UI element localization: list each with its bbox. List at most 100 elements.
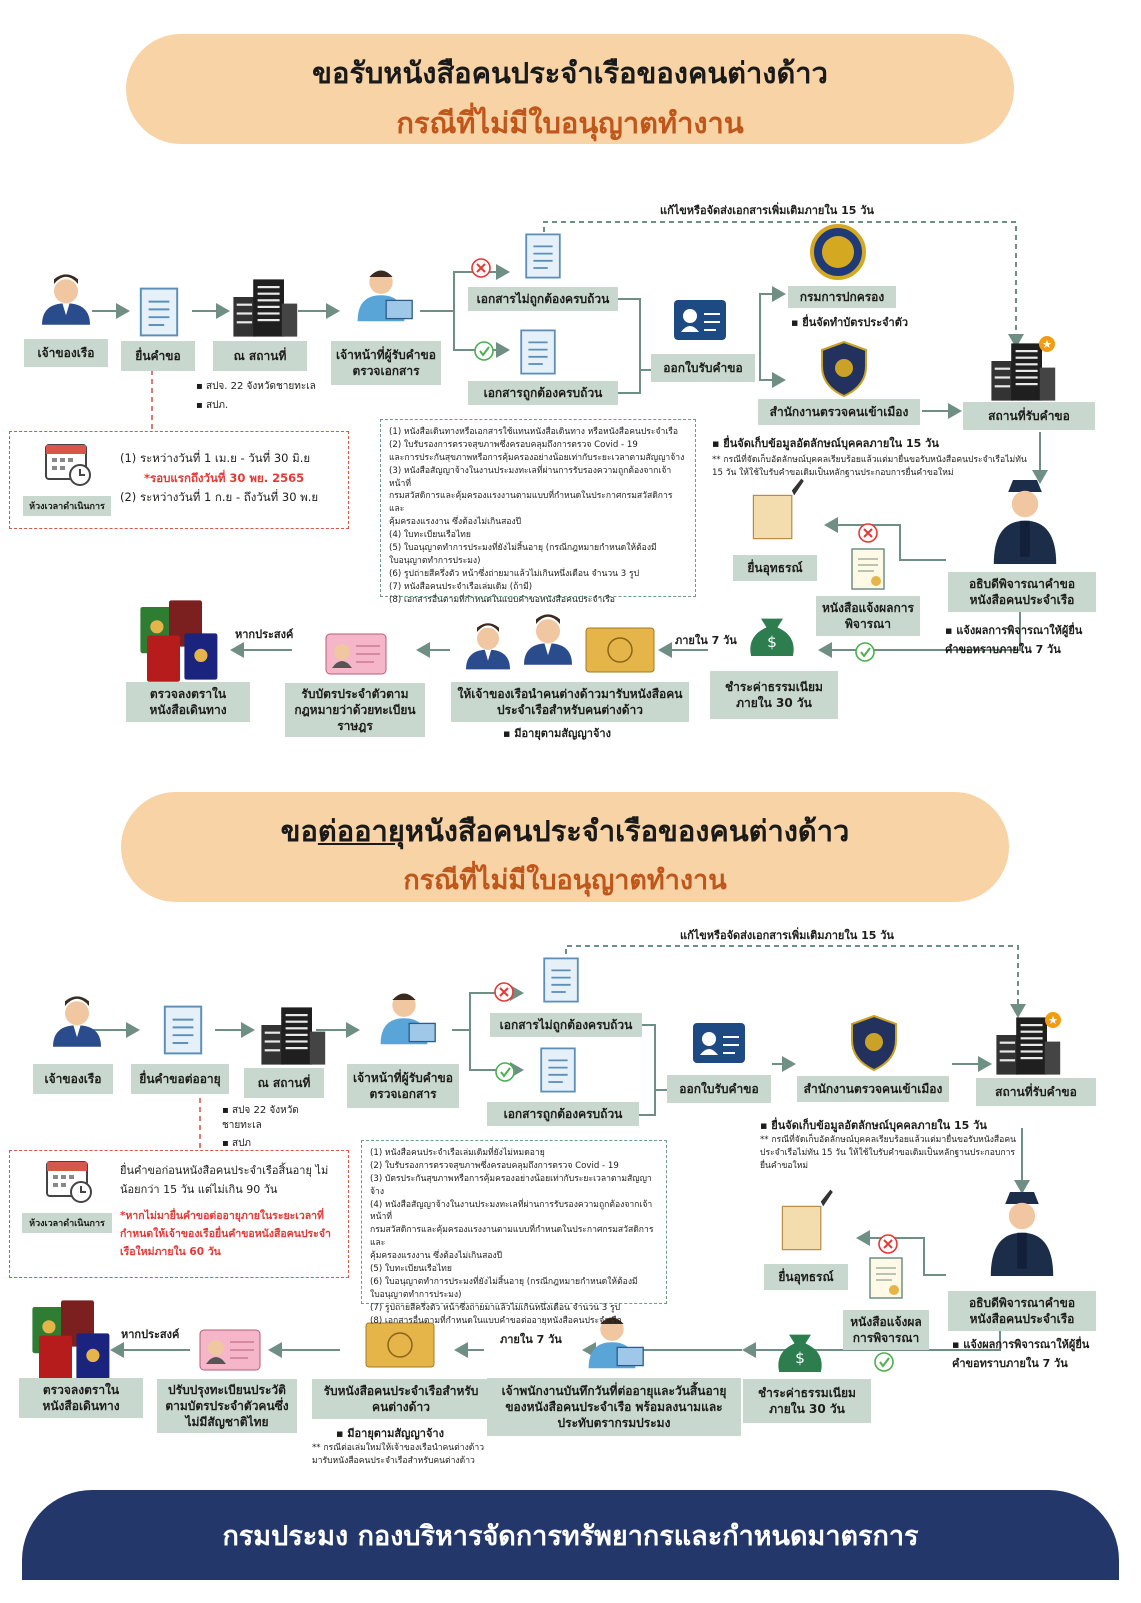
apply-place-note-2: สปภ.: [196, 399, 316, 414]
renew-title-part-c: หนังสือคนประจำเรือของคนต่างด้าว: [404, 814, 850, 848]
apply-period-red: *รอบแรกถึงวันที่ 30 พย. 2565: [144, 470, 305, 485]
renew-record-label: เจ้าพนักงานบันทึกวันที่ต่ออายุและวันสิ้น…: [487, 1378, 741, 1436]
renew-incomplete-x-icon: [494, 982, 514, 1002]
apply-title-line1: ขอรับหนังสือคนประจำเรือของคนต่างด้าว: [312, 56, 828, 90]
apply-period-text: (1) ระหว่างวันที่ 1 เม.ย - วันที่ 30 มิ.…: [120, 449, 318, 508]
apply-doc-item: (4) ใบทะเบียนเรือไทย: [389, 530, 471, 541]
renew-appeal-x-icon: [878, 1234, 898, 1254]
apply-passport-label: ตรวจลงตราในหนังสือเดินทาง: [126, 682, 250, 722]
apply-title-line2: กรณีที่ไม่มีใบอนุญาตทำงาน: [396, 106, 744, 140]
renew-doc-item: ใบอนุญาตทำการประมง): [370, 1289, 462, 1300]
apply-place-note-1: สปจ. 22 จังหวัดชายทะเล: [196, 380, 316, 395]
renew-title-line2: กรณีที่ไม่มีใบอนุญาตทำงาน: [403, 865, 727, 896]
apply-submit-label: ยื่นคำขอ: [121, 341, 195, 371]
apply-place-label: ณ สถานที่: [213, 341, 307, 371]
apply-immigration-note: ยื่นจัดเก็บข้อมูลอัตลักษณ์บุคคลภายใน 15 …: [712, 436, 939, 452]
result-certificate-icon: [851, 548, 885, 590]
apply-title-banner: ขอรับหนังสือคนประจำเรือของคนต่างด้าว กรณ…: [126, 34, 1014, 144]
apply-receipt-label: ออกใบรับคำขอ: [651, 354, 755, 382]
renew-title-part-a: ขอ: [280, 814, 318, 848]
renew-period-text: ยื่นคำขอก่อนหนังสือคนประจำเรือสิ้นอายุ ไ…: [120, 1164, 329, 1196]
apply-doc-item: กรมสวัสดิการและคุ้มครองแรงงานตามแบบที่กำ…: [389, 491, 673, 515]
apply-pickup-note: มีอายุตามสัญญาจ้าง: [503, 726, 611, 742]
footer-text: กรมประมง กองบริหารจัดการทรัพยากรและกำหนด…: [222, 1520, 919, 1552]
apply-doc-item: (2) ใบรับรองการตรวจสุขภาพซึ่งครอบคลุมถึง…: [389, 439, 638, 450]
fee-moneybag-icon: [750, 618, 794, 656]
apply-officer-label: เจ้าหน้าที่ผู้รับคำขอตรวจเอกสาร: [331, 341, 441, 385]
apply-arrow-director-appeal: [824, 517, 946, 561]
fee-check-icon: [855, 642, 875, 662]
renew-fee-label: ชำระค่าธรรมเนียมภายใน 30 วัน: [743, 1379, 871, 1423]
renew-doc-item: (6) ใบอนุญาตทำการประมงที่ยังไม่สิ้นอายุ …: [370, 1276, 638, 1287]
renew-reception-star-icon: [1045, 1012, 1061, 1028]
apply-doc-item: (3) หนังสือสัญญาจ้างในงานประมงทะเลที่ผ่า…: [389, 465, 672, 489]
apply-immigration-note2: ** กรณีที่จัดเก็บอัตลักษณ์บุคคลเรียบร้อย…: [712, 455, 1027, 478]
renew-period-box: [9, 1150, 349, 1278]
renew-doc-item: (5) ใบทะเบียนเรือไทย: [370, 1264, 452, 1275]
renew-submit-label: ยื่นคำขอต่ออายุ: [131, 1064, 229, 1094]
apply-doc-item: และการประกันสุขภาพหรือการคุ้มครองอย่างน้…: [389, 452, 685, 463]
officer-laptop-icon: [356, 269, 413, 322]
renew-receive-note: มีอายุตามสัญญาจ้าง: [336, 1426, 444, 1442]
renew-doc-item: (1) หนังสือคนประจำเรือเล่มเดิมที่ยังไม่ห…: [370, 1148, 545, 1158]
apply-dopa-label: กรมการปกครอง: [788, 286, 896, 308]
application-document-icon: [139, 287, 179, 337]
renew-docs-incomplete: เอกสารไม่ถูกต้องครบถ้วน: [490, 1013, 642, 1037]
appeal-x-icon: [858, 523, 878, 543]
complete-check-icon: [474, 341, 494, 361]
apply-doc-item: (5) ใบอนุญาตทำการประมงที่ยังไม่สิ้นอายุ …: [389, 543, 657, 554]
apply-arrow-receipt-immigration: [759, 368, 786, 388]
renew-owner-person-icon: [53, 996, 101, 1047]
apply-arrow-feedback: [543, 221, 1024, 348]
renew-place-note-1: สปจ 22 จังหวัดชายทะเล: [222, 1104, 312, 1133]
renew-incomplete-docs-icon: [543, 957, 579, 1003]
office-building-icon: [233, 279, 298, 337]
renew-top-note: แก้ไขหรือจัดส่งเอกสารเพิ่มเติมภายใน 15 ว…: [680, 929, 894, 942]
apply-director-note: แจ้งผลการพิจารณาให้ผู้ยื่นคำขอทราบภายใน …: [945, 622, 1095, 659]
pickup-people-icon: [466, 623, 510, 670]
apply-period-label: ห้วงเวลาดำเนินการ: [23, 496, 111, 516]
renew-doc-item: กรมสวัสดิการและคุ้มครองแรงงานตามแบบที่กำ…: [370, 1225, 654, 1249]
renew-complete-docs-icon: [540, 1047, 576, 1093]
apply-period-1: (1) ระหว่างวันที่ 1 เม.ย - วันที่ 30 มิ.…: [120, 451, 311, 465]
apply-doc-item: (7) หนังสือคนประจำเรือเล่มเดิม (ถ้ามี): [389, 581, 533, 592]
renew-title-part-b: ต่ออายุ: [317, 814, 405, 848]
apply-top-note: แก้ไขหรือจัดส่งเอกสารเพิ่มเติมภายใน 15 ว…: [660, 204, 874, 217]
renew-within7: ภายใน 7 วัน: [500, 1333, 562, 1346]
apply-arrow-receipt-dopa: [759, 286, 786, 368]
apply-period-box: [9, 431, 349, 529]
apply-place-notes: สปจ. 22 จังหวัดชายทะเล สปภ.: [196, 380, 316, 413]
renew-officer-label: เจ้าหน้าที่ผู้รับคำขอตรวจเอกสาร: [347, 1064, 459, 1108]
renew-doc-item: (2) ใบรับรองการตรวจสุขภาพซึ่งครอบคลุมถึง…: [370, 1160, 619, 1171]
appeal-scroll-icon: [752, 478, 805, 540]
renew-fee-moneybag-icon: [778, 1334, 822, 1372]
renew-doc-item: (3) บัตรประกันสุขภาพหรือการคุ้มครองอย่าง…: [370, 1173, 652, 1197]
renew-result-label: หนังสือแจ้งผลการพิจารณา: [843, 1310, 929, 1350]
renew-fee-check-icon: [874, 1352, 894, 1372]
apply-doc-item: (6) รูปถ่ายสีครึ่งตัว หน้าซึ่งถ่ายมาแล้ว…: [389, 568, 640, 579]
apply-arrow-incomplete-receipt: [618, 298, 651, 371]
incomplete-docs-icon: [525, 233, 561, 279]
apply-arrow-complete-receipt: [618, 370, 641, 394]
renew-passports-icon: [32, 1300, 110, 1382]
renew-receive-book-icon: [365, 1322, 435, 1368]
apply-within7: ภายใน 7 วัน: [675, 634, 737, 647]
renew-title-banner: ขอต่ออายุหนังสือคนประจำเรือของคนต่างด้าว…: [121, 792, 1009, 902]
owner-person-icon: [42, 274, 90, 325]
renew-arrow-incomplete-receipt: [642, 1024, 667, 1091]
renew-place-label: ณ สถานที่: [244, 1068, 324, 1098]
renew-docs-complete: เอกสารถูกต้องครบถ้วน: [487, 1102, 639, 1126]
pickup-book-icon: [585, 627, 655, 673]
renew-docs-list: (1) หนังสือคนประจำเรือเล่มเดิมที่ยังไม่ห…: [361, 1140, 667, 1326]
apply-doc-item: ใบอนุญาตทำการประมง): [389, 555, 481, 566]
renew-result-certificate-icon: [869, 1257, 903, 1299]
renew-immigration-label: สำนักงานตรวจคนเข้าเมือง: [797, 1076, 949, 1102]
apply-docs-complete: เอกสารถูกต้องครบถ้วน: [468, 381, 618, 405]
receipt-id-card-icon: [673, 299, 727, 341]
renew-director-label: อธิบดีพิจารณาคำขอหนังสือคนประจำเรือ: [948, 1291, 1096, 1331]
renew-appeal-label: ยื่นอุทธรณ์: [764, 1264, 848, 1290]
renew-place-notes: สปจ 22 จังหวัดชายทะเล สปภ: [222, 1104, 312, 1152]
renew-arrow-feedback: [565, 945, 1026, 1018]
idcard-pink-icon: [325, 633, 387, 675]
apply-appeal-label: ยื่นอุทธรณ์: [733, 555, 817, 581]
